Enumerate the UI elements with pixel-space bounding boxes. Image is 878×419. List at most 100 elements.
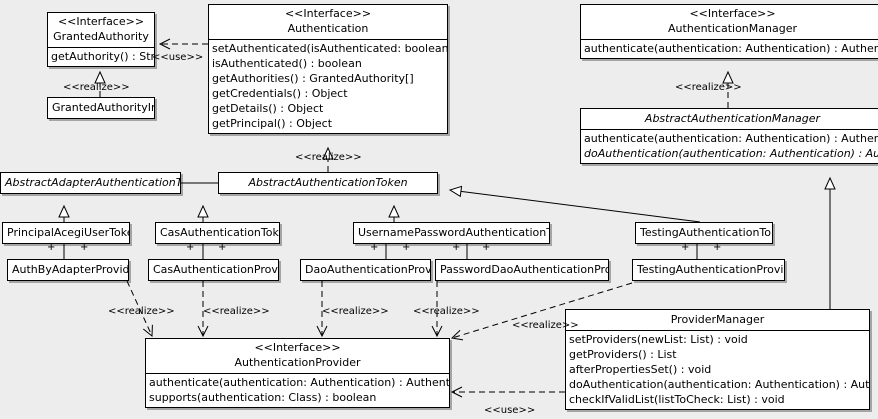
- method-item: getPrincipal() : Object: [212, 117, 333, 130]
- edge-stereotype-label: <<realize>>: [512, 320, 579, 331]
- class-abstract-authentication-manager[interactable]: AbstractAuthenticationManager authentica…: [580, 108, 878, 164]
- class-header: GrantedAuthorityImpl: [48, 98, 154, 118]
- class-header: CasAuthenticationToken: [156, 223, 279, 243]
- class-header: CasAuthenticationProvider: [149, 260, 278, 280]
- method-item: getDetails() : Object: [212, 102, 324, 115]
- class-username-password-authentication-token[interactable]: UsernamePasswordAuthenticationToken: [353, 222, 550, 244]
- class-name: GrantedAuthorityImpl: [52, 101, 154, 114]
- edge-stereotype-label: <<realize>>: [203, 306, 270, 317]
- edge-stereotype-label: <<realize>>: [322, 306, 389, 317]
- association-multiplicity-label: +: [218, 242, 227, 253]
- method-item: checkIfValidList(listToCheck: List) : vo…: [569, 393, 785, 406]
- method-item: supports(authentication: Class) : boolea…: [149, 391, 377, 404]
- stereotype-label: <<Interface>>: [284, 7, 372, 20]
- class-header: <<Interface>> GrantedAuthority: [48, 13, 154, 47]
- class-name: AbstractAdapterAuthenticationToken: [5, 176, 181, 189]
- class-dao-authentication-provider[interactable]: DaoAuthenticationProvider: [300, 259, 431, 281]
- method-item: authenticate(authentication: Authenticat…: [584, 132, 878, 145]
- method-item: doAuthentication(authentication: Authent…: [569, 378, 870, 391]
- edge-stereotype-label: <<use>>: [152, 52, 204, 63]
- edge-stereotype-label: <<use>>: [484, 405, 536, 416]
- class-header: <<Interface>> Authentication: [209, 5, 447, 39]
- method-item: getProviders() : List: [569, 348, 677, 361]
- edge-stereotype-label: <<realize>>: [108, 306, 175, 317]
- class-provider-manager[interactable]: ProviderManager setProviders(newList: Li…: [565, 309, 870, 410]
- class-header: UsernamePasswordAuthenticationToken: [354, 223, 549, 243]
- association-multiplicity-label: +: [452, 242, 461, 253]
- class-header: TestingAuthenticationToken: [636, 223, 772, 243]
- class-name: DaoAuthenticationProvider: [305, 263, 431, 276]
- class-name: CasAuthenticationProvider: [153, 263, 278, 276]
- class-cas-authentication-provider[interactable]: CasAuthenticationProvider: [148, 259, 279, 281]
- class-name: Authentication: [287, 22, 369, 35]
- class-header: PasswordDaoAuthenticationProvider: [436, 260, 608, 280]
- method-item: afterPropertiesSet() : void: [569, 363, 712, 376]
- method-item: authenticate(authentication: Authenticat…: [149, 376, 450, 389]
- class-name: AbstractAuthenticationManager: [644, 112, 821, 125]
- association-multiplicity-label: +: [482, 242, 491, 253]
- class-name: ProviderManager: [670, 313, 765, 326]
- class-cas-authentication-token[interactable]: CasAuthenticationToken: [155, 222, 280, 244]
- association-multiplicity-label: +: [186, 242, 195, 253]
- edge-stereotype-label: <<realize>>: [413, 306, 480, 317]
- method-item: getCredentials() : Object: [212, 87, 348, 100]
- class-name: UsernamePasswordAuthenticationToken: [358, 226, 549, 239]
- method-item: doAuthentication(authentication: Authent…: [584, 147, 878, 160]
- method-item: authenticate(authentication: Authenticat…: [584, 42, 878, 55]
- edge-stereotype-label: <<realize>>: [295, 152, 362, 163]
- class-testing-authentication-provider[interactable]: TestingAuthenticationProvider: [632, 259, 785, 281]
- class-authentication[interactable]: <<Interface>> Authentication setAuthenti…: [208, 4, 448, 134]
- method-compartment: authenticate(authentication: Authenticat…: [581, 129, 878, 163]
- stereotype-label: <<Interface>>: [689, 7, 776, 20]
- class-header: ProviderManager: [566, 310, 869, 330]
- class-authentication-provider[interactable]: <<Interface>> AuthenticationProvider aut…: [145, 338, 450, 408]
- association-multiplicity-label: +: [80, 242, 89, 253]
- edge-stereotype-label: <<realize>>: [675, 82, 742, 93]
- method-item: isAuthenticated() : boolean: [212, 57, 362, 70]
- class-header: AbstractAuthenticationToken: [219, 173, 437, 193]
- edge-stereotype-label: <<realize>>: [63, 82, 130, 93]
- class-granted-authority[interactable]: <<Interface>> GrantedAuthority getAuthor…: [47, 12, 155, 67]
- association-multiplicity-label: +: [681, 242, 690, 253]
- stereotype-label: <<Interface>>: [57, 15, 145, 28]
- method-item: getAuthority() : String: [51, 50, 155, 63]
- class-auth-by-adapter-provider[interactable]: AuthByAdapterProvider: [7, 259, 129, 281]
- class-header: AuthByAdapterProvider: [8, 260, 128, 280]
- class-name: TestingAuthenticationToken: [640, 226, 772, 239]
- class-header: DaoAuthenticationProvider: [301, 260, 430, 280]
- class-name: PrincipalAcegiUserToken: [7, 226, 130, 239]
- method-compartment: setAuthenticated(isAuthenticated: boolea…: [209, 39, 447, 133]
- class-name: AbstractAuthenticationToken: [248, 176, 408, 189]
- class-header: AbstractAuthenticationManager: [581, 109, 878, 129]
- class-name: GrantedAuthority: [53, 30, 149, 43]
- class-abstract-adapter-authentication-token[interactable]: AbstractAdapterAuthenticationToken: [0, 172, 181, 194]
- class-header: <<Interface>> AuthenticationProvider: [146, 339, 449, 373]
- class-name: AuthByAdapterProvider: [12, 263, 129, 276]
- class-name: TestingAuthenticationProvider: [637, 263, 784, 276]
- class-name: CasAuthenticationToken: [160, 226, 280, 239]
- association-multiplicity-label: +: [47, 242, 56, 253]
- class-principal-acegi-user-token[interactable]: PrincipalAcegiUserToken: [2, 222, 130, 244]
- method-compartment: authenticate(authentication: Authenticat…: [146, 373, 449, 407]
- method-compartment: getAuthority() : String: [48, 47, 154, 66]
- class-header: AbstractAdapterAuthenticationToken: [1, 173, 180, 193]
- method-item: setAuthenticated(isAuthenticated: boolea…: [212, 42, 448, 55]
- class-abstract-authentication-token[interactable]: AbstractAuthenticationToken: [218, 172, 438, 194]
- class-name: AuthenticationManager: [668, 22, 797, 35]
- class-password-dao-authentication-provider[interactable]: PasswordDaoAuthenticationProvider: [435, 259, 609, 281]
- class-testing-authentication-token[interactable]: TestingAuthenticationToken: [635, 222, 773, 244]
- association-multiplicity-label: +: [370, 242, 379, 253]
- method-compartment: authenticate(authentication: Authenticat…: [581, 39, 878, 58]
- association-multiplicity-label: +: [713, 242, 722, 253]
- stereotype-label: <<Interface>>: [254, 341, 341, 354]
- class-header: PrincipalAcegiUserToken: [3, 223, 129, 243]
- class-granted-authority-impl[interactable]: GrantedAuthorityImpl: [47, 97, 155, 119]
- method-compartment: setProviders(newList: List) : void getPr…: [566, 330, 869, 409]
- method-item: setProviders(newList: List) : void: [569, 333, 748, 346]
- class-name: AuthenticationProvider: [234, 356, 361, 369]
- association-multiplicity-label: +: [402, 242, 411, 253]
- class-authentication-manager[interactable]: <<Interface>> AuthenticationManager auth…: [580, 4, 878, 59]
- class-name: PasswordDaoAuthenticationProvider: [440, 263, 608, 276]
- edge-testingauthenticationtoken-generalizes-abstractauthenticationtoken: [448, 185, 701, 223]
